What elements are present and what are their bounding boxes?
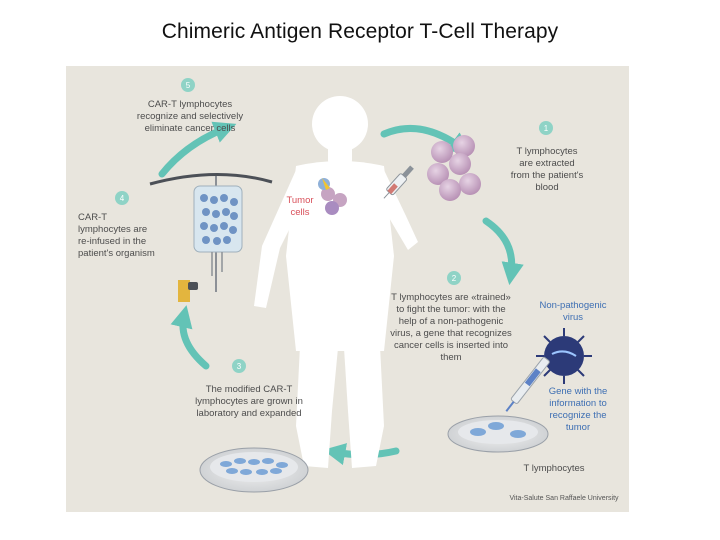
step-badge-3 — [232, 359, 246, 373]
slide-title: Chimeric Antigen Receptor T-Cell Therapy — [161, 20, 559, 43]
t-lymphocyte-icon — [427, 163, 449, 185]
image-credit: Vita-Salute San Raffaele University — [509, 495, 619, 502]
step-badge-2-number: 2 — [452, 274, 457, 283]
virus-icon — [536, 328, 592, 384]
syringe-icon — [383, 165, 414, 199]
step-5-text: CAR-T lymphocytes recognize and selectiv… — [136, 99, 244, 134]
step-2-text: T lymphocytes are «trained» to fight the… — [390, 292, 512, 363]
expanded-culture-dish-icon — [199, 447, 309, 493]
diagram-graphics: 5 1 4 2 3 — [115, 78, 592, 493]
human-silhouette-icon — [254, 96, 418, 468]
car-t-diagram: 5 1 4 2 3 CAR-T lymphocytes recognize an… — [66, 66, 629, 512]
step-badge-3-number: 3 — [237, 362, 242, 371]
pipette-icon — [505, 357, 550, 412]
step-badge-4-number: 4 — [120, 194, 125, 203]
t-lymphocyte-icon — [439, 179, 461, 201]
tumor-cell-icon — [318, 178, 347, 215]
petri-dish-icon — [447, 415, 549, 453]
t-lymphocyte-icon — [431, 141, 453, 163]
step-badge-1 — [539, 121, 553, 135]
tumor-cells-label: Tumor cells — [286, 195, 314, 218]
arrow-3-to-4 — [170, 305, 210, 370]
step-badge-2 — [447, 271, 461, 285]
t-lymphocytes-cluster — [427, 135, 481, 201]
gene-label: Gene with the information to recognize t… — [548, 386, 608, 433]
petri-dish-label: T lymphocytes — [523, 463, 585, 474]
arrow-4-to-5 — [158, 121, 237, 178]
step-1-text: T lymphocytes are extracted from the pat… — [510, 146, 584, 193]
iv-bag-icon — [149, 173, 273, 302]
t-lymphocyte-icon — [453, 135, 475, 157]
t-lymphocyte-icon — [449, 153, 471, 175]
step-badge-5-number: 5 — [186, 81, 191, 90]
t-lymphocyte-icon — [459, 173, 481, 195]
step-badge-5 — [181, 78, 195, 92]
step-badges — [115, 78, 553, 373]
step-badge-1-number: 1 — [544, 124, 549, 133]
step-3-text: The modified CAR-T lymphocytes are grown… — [195, 384, 303, 419]
step-4-text: CAR-T lymphocytes are re-infused in the … — [78, 212, 155, 259]
arrow-1-to-2 — [482, 217, 524, 286]
virus-label: Non-pathogenic virus — [539, 300, 607, 323]
step-badge-4 — [115, 191, 129, 205]
